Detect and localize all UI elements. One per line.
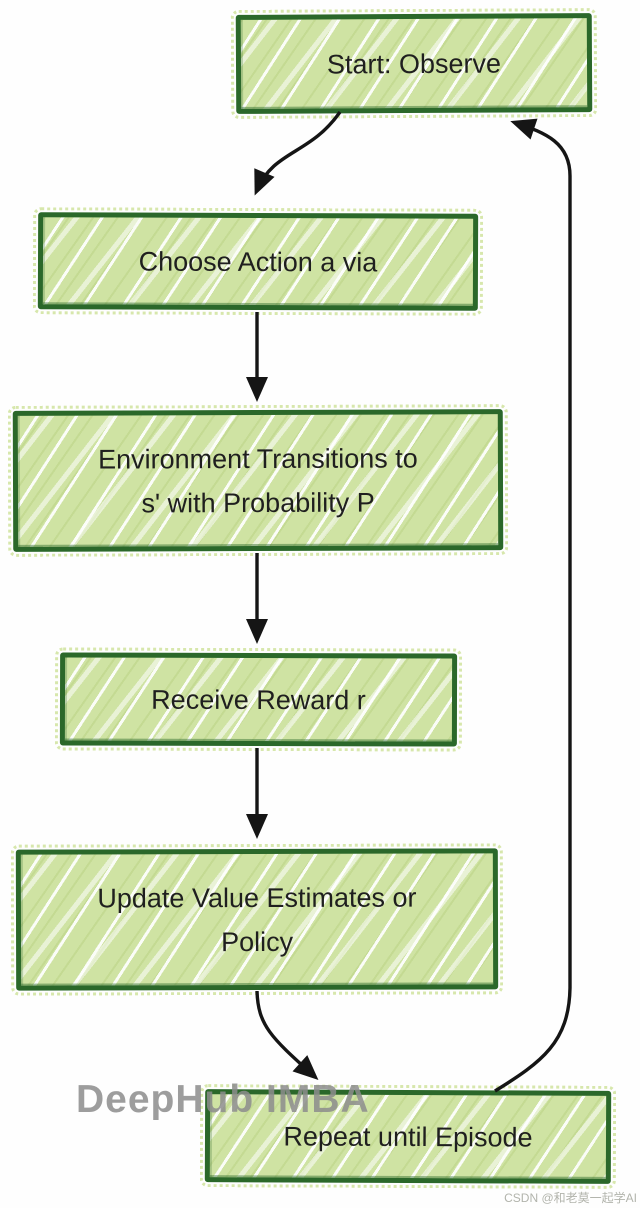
edge-repeat-start-loop xyxy=(494,118,572,1093)
node-environment-transition: Environment Transitions to s' with Proba… xyxy=(7,404,509,557)
node-start-observe: Start: Observe xyxy=(230,7,598,120)
node-label: Start: Observe xyxy=(326,48,502,79)
node-label-line1: Update Value Estimates or xyxy=(97,882,417,913)
node-label: Choose Action a via xyxy=(138,246,378,277)
node-label: Receive Reward r xyxy=(151,684,366,715)
node-update-value: Update Value Estimates or Policy xyxy=(10,843,504,996)
node-receive-reward: Receive Reward r xyxy=(54,647,463,752)
watermark-deephub: DeepHub IMBA xyxy=(76,1078,370,1121)
edge-update-repeat xyxy=(255,990,319,1081)
node-choose-action: Choose Action a via xyxy=(32,207,484,316)
node-label-line1: Environment Transitions to xyxy=(98,442,418,475)
node-label-line2: Policy xyxy=(221,926,294,957)
watermark-csdn-credit: CSDN @和老莫一起学AI xyxy=(504,1191,637,1205)
edge-start-choose xyxy=(254,111,342,196)
node-label-line2: s' with Probability P xyxy=(141,487,375,518)
